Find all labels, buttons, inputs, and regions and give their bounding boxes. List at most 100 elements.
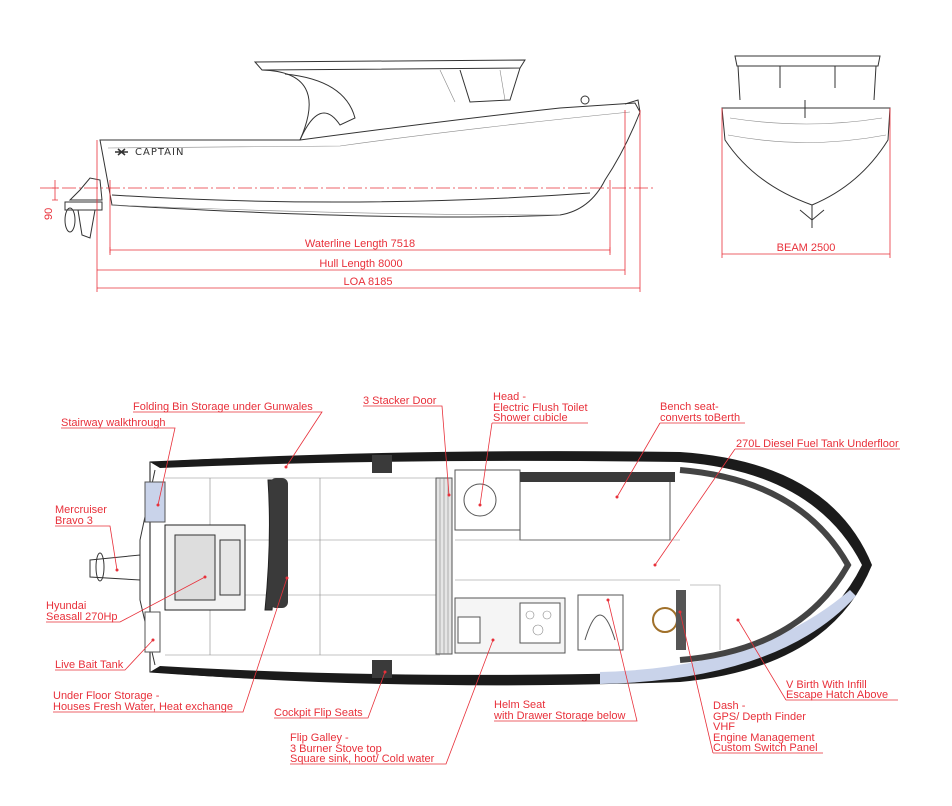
front-hardtop bbox=[734, 55, 881, 67]
windscreen-line bbox=[439, 69, 456, 103]
label-bench-seat: Bench seat- converts toBerth bbox=[660, 401, 740, 424]
label-stacker-door: 3 Stacker Door bbox=[363, 395, 437, 407]
bench-seat bbox=[519, 479, 671, 541]
foredeck-side bbox=[679, 467, 852, 663]
label-line: with Drawer Storage below bbox=[493, 710, 626, 722]
sterndrive-plan bbox=[89, 554, 141, 581]
cabin-floor-lines bbox=[455, 539, 680, 581]
label-line: Head - bbox=[493, 391, 526, 403]
label-line: converts toBerth bbox=[660, 412, 740, 424]
hardtop-support bbox=[284, 73, 356, 141]
burner bbox=[525, 610, 535, 620]
beam-dimension-line bbox=[721, 108, 891, 258]
label-line: Hyundai bbox=[46, 600, 86, 612]
side-view: CAPTAIN 90 Waterline Length 7518 Hull Le… bbox=[40, 59, 655, 292]
live-bait-tank bbox=[144, 611, 161, 653]
leader-cockpit-seats bbox=[274, 671, 386, 719]
label-line: GPS/ Depth Finder bbox=[713, 711, 806, 723]
draft-dimension-line bbox=[52, 180, 58, 201]
dash-console bbox=[676, 590, 686, 650]
waterline-length-line bbox=[109, 247, 611, 253]
windscreen-frame bbox=[459, 67, 521, 103]
leader-stacker-door bbox=[363, 405, 450, 496]
leader-live-bait bbox=[55, 639, 154, 671]
hull-length-label: Hull Length 8000 bbox=[319, 258, 402, 270]
label-line: Flip Galley - bbox=[290, 732, 349, 744]
label-folding-bin-storage: Folding Bin Storage under Gunwales bbox=[133, 401, 313, 413]
gunwale-starboard bbox=[150, 565, 872, 686]
leader-hyundai bbox=[46, 576, 206, 623]
hull-side bbox=[99, 102, 641, 218]
hardtop-roof bbox=[253, 59, 526, 71]
label-cockpit-flip-seats: Cockpit Flip Seats bbox=[274, 707, 363, 719]
beam-label: BEAM 2500 bbox=[777, 242, 836, 254]
label-under-floor-storage: Under Floor Storage - Houses Fresh Water… bbox=[53, 690, 233, 713]
waterline-length-label: Waterline Length 7518 bbox=[305, 238, 415, 250]
label-line: 3 Burner Stove top bbox=[290, 743, 382, 755]
keel-line bbox=[111, 204, 561, 216]
front-propeller bbox=[799, 205, 825, 228]
leader-folding-bin bbox=[133, 411, 323, 468]
dimension-extension-lines bbox=[96, 110, 641, 292]
bow-roller bbox=[624, 99, 641, 113]
label-line: Under Floor Storage - bbox=[53, 690, 160, 702]
label-line: Custom Switch Panel bbox=[713, 742, 818, 754]
label-mercruiser: Mercruiser Bravo 3 bbox=[55, 504, 107, 527]
label-stairway-walkthrough: Stairway walkthrough bbox=[61, 417, 166, 429]
front-chine-line bbox=[727, 134, 887, 143]
draft-dimension-label: 90 bbox=[43, 208, 55, 220]
leader-galley bbox=[290, 639, 494, 765]
front-hull bbox=[721, 107, 891, 206]
leader-fuel-tank bbox=[654, 448, 900, 566]
hardtop-pillar-rear bbox=[261, 69, 310, 141]
cockpit-flip-seats bbox=[270, 478, 288, 608]
stairway-walkthrough bbox=[144, 481, 166, 523]
label-flip-galley: Flip Galley - 3 Burner Stove top Square … bbox=[290, 732, 435, 765]
label-line: Bravo 3 bbox=[55, 515, 93, 527]
label-live-bait-tank: Live Bait Tank bbox=[55, 659, 124, 671]
leader-bench bbox=[616, 422, 745, 498]
v-berth-infill bbox=[690, 584, 721, 650]
label-helm-seat: Helm Seat with Drawer Storage below bbox=[493, 699, 626, 722]
propeller-plan bbox=[95, 552, 105, 582]
label-line: Shower cubicle bbox=[493, 412, 568, 424]
front-deck-line bbox=[729, 117, 883, 125]
label-line: VHF bbox=[713, 721, 735, 733]
label-line: Mercruiser bbox=[55, 504, 107, 516]
flip-seat-port bbox=[372, 455, 392, 473]
label-line: Houses Fresh Water, Heat exchange bbox=[53, 701, 233, 713]
engine-ancillaries bbox=[219, 539, 241, 596]
label-hyundai-engine: Hyundai Seasall 270Hp bbox=[46, 600, 118, 623]
brand-logo: CAPTAIN bbox=[115, 147, 184, 158]
annotations: Folding Bin Storage under Gunwales Stair… bbox=[46, 391, 900, 765]
label-line: Dash - bbox=[713, 700, 746, 712]
front-windscreen bbox=[737, 65, 877, 101]
leader-helm bbox=[494, 599, 638, 722]
label-line: Electric Flush Toilet bbox=[493, 402, 588, 414]
label-line: Helm Seat bbox=[494, 699, 545, 711]
plan-view bbox=[89, 451, 872, 686]
stove-top bbox=[519, 602, 561, 644]
sheer-line bbox=[107, 111, 631, 149]
leader-under-floor bbox=[53, 577, 288, 713]
label-line: Escape Hatch Above bbox=[786, 689, 888, 701]
anchor-winch bbox=[580, 95, 590, 105]
engine-block bbox=[174, 534, 216, 601]
label-head: Head - Electric Flush Toilet Shower cubi… bbox=[493, 391, 588, 424]
cabin-side-port bbox=[520, 472, 675, 482]
chine-line bbox=[111, 192, 591, 203]
front-view: BEAM 2500 bbox=[721, 55, 891, 258]
windscreen-line bbox=[499, 69, 506, 101]
burner bbox=[542, 610, 552, 620]
loa-label: LOA 8185 bbox=[344, 276, 393, 288]
label-line: Engine Management bbox=[713, 732, 815, 744]
toilet bbox=[463, 483, 497, 517]
sterndrive-side bbox=[64, 177, 103, 239]
leader-stairway bbox=[61, 427, 176, 506]
helm-seat bbox=[584, 614, 616, 641]
leader-mercruiser bbox=[55, 525, 118, 571]
leader-v-berth bbox=[737, 619, 898, 701]
logo-text: CAPTAIN bbox=[135, 147, 184, 158]
leader-head bbox=[479, 422, 588, 506]
